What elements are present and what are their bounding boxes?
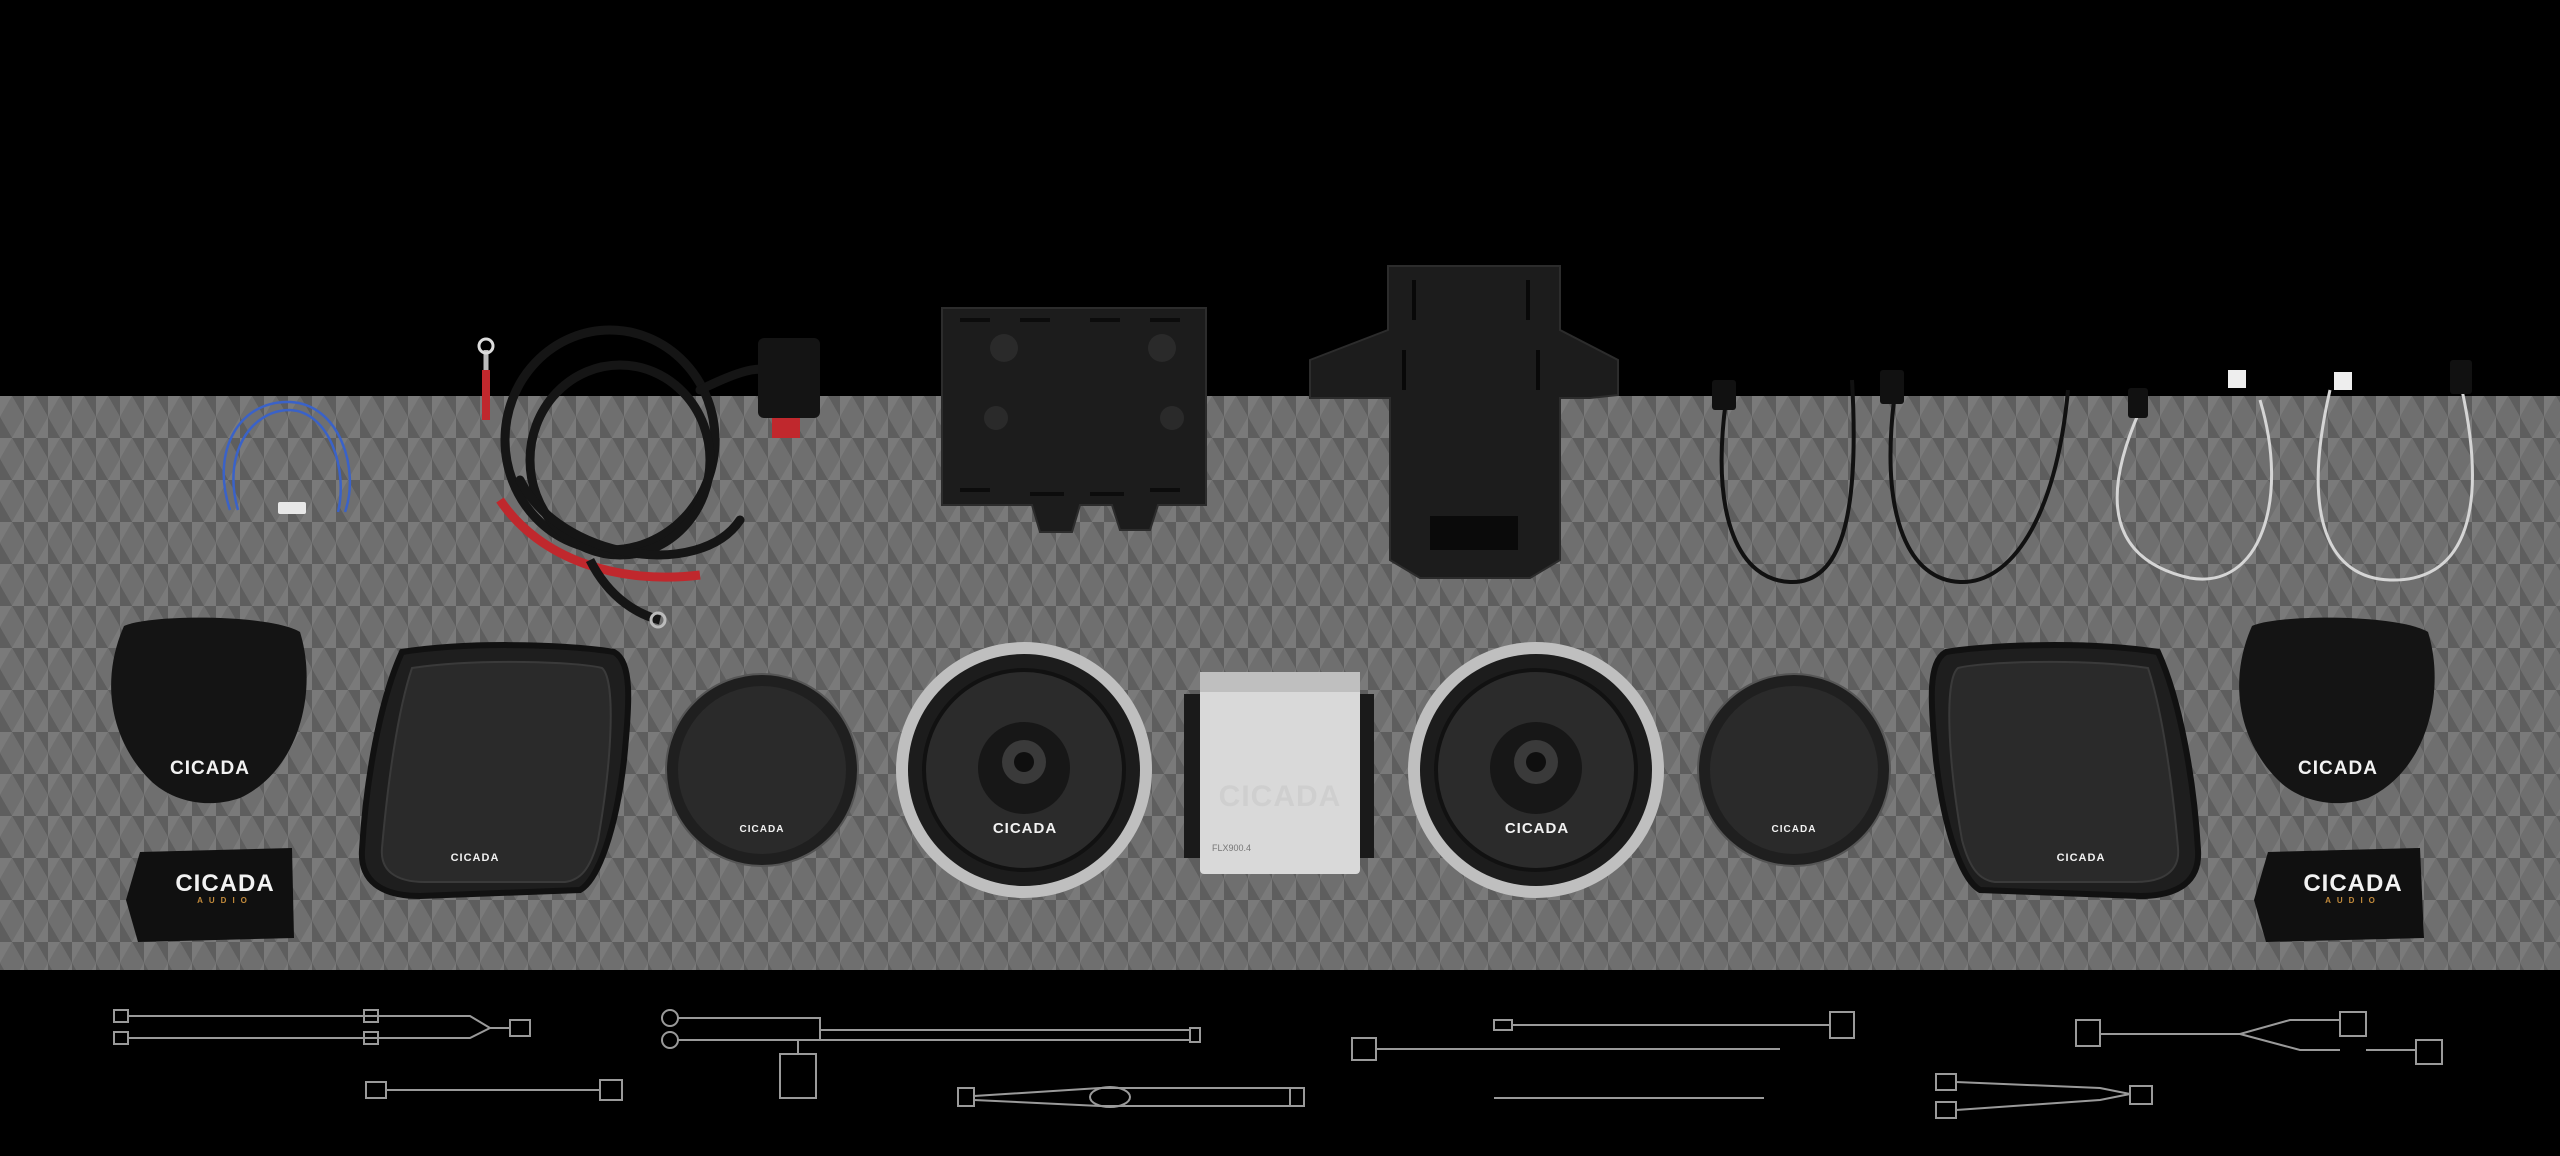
brand-logo: CICADA (739, 824, 785, 835)
brand-logo: CICADA (1218, 780, 1342, 813)
brand-logo: CICADA (2056, 852, 2106, 864)
brand-logo: CICADA (1504, 820, 1570, 837)
amplifier-model-label: FLX900.4 (1212, 843, 1252, 853)
brand-logo: CICADA (170, 758, 250, 779)
brand-logo: CICADA (175, 870, 275, 897)
brand-logo-subtext: AUDIO (197, 896, 253, 905)
brand-logo-subtext: AUDIO (2325, 896, 2381, 905)
brand-logo: CICADA (1771, 824, 1817, 835)
brand-logo: CICADA (2303, 870, 2403, 897)
brand-logo: CICADA (450, 852, 500, 864)
brand-logo: CICADA (2298, 758, 2378, 779)
brand-logo: CICADA (992, 820, 1058, 837)
